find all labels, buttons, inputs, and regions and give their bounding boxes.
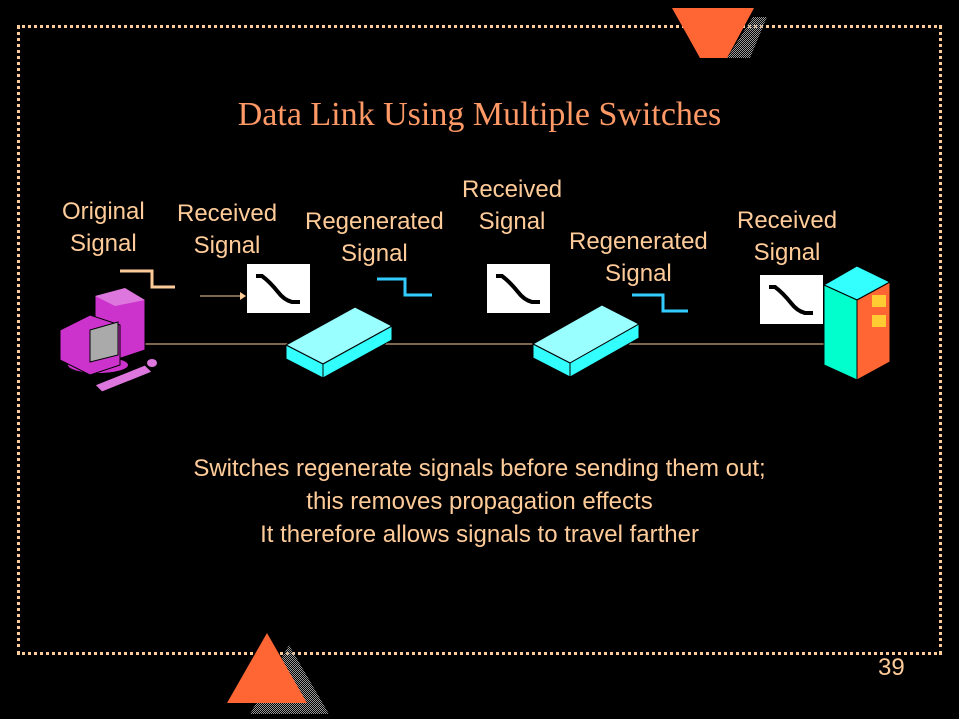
label-received-signal-2: Received Signal <box>462 174 562 238</box>
received-signal-box-2 <box>487 264 550 313</box>
original-signal-wave <box>120 269 175 289</box>
caption: Switches regenerate signals before sendi… <box>0 452 959 551</box>
received-signal-box-3 <box>760 275 823 324</box>
label-regenerated-signal-1: Regenerated Signal <box>305 206 444 270</box>
label-line: Regenerated <box>569 228 708 255</box>
switch-icon-2 <box>531 304 641 378</box>
label-line: Received <box>177 200 278 227</box>
arrow-head-icon <box>240 292 246 300</box>
label-line: Received <box>462 176 563 203</box>
slide-border <box>17 25 942 655</box>
top-trapezoid <box>672 8 754 58</box>
caption-line-3: It therefore allows signals to travel fa… <box>260 521 699 548</box>
caption-line-2: this removes propagation effects <box>306 488 653 515</box>
label-received-signal-1: Received Signal <box>177 198 277 262</box>
bottom-triangle <box>227 633 307 703</box>
label-line: Original <box>62 198 145 225</box>
regenerated-signal-wave-1 <box>377 277 432 297</box>
label-line: Signal <box>193 232 261 259</box>
label-line: Signal <box>753 239 821 266</box>
label-regenerated-signal-2: Regenerated Signal <box>569 226 708 290</box>
label-line: Signal <box>478 208 546 235</box>
regenerated-signal-wave-2 <box>632 293 688 313</box>
page-number: 39 <box>878 654 905 681</box>
label-original-signal: Original Signal <box>62 196 145 260</box>
label-line: Regenerated <box>305 208 444 235</box>
label-line: Signal <box>341 240 408 267</box>
received-signal-box-1 <box>247 264 310 313</box>
switch-icon-1 <box>284 306 394 379</box>
computer-icon <box>59 287 157 393</box>
label-line: Signal <box>69 230 137 257</box>
label-line: Received <box>737 207 838 234</box>
slide-title: Data Link Using Multiple Switches <box>237 96 722 133</box>
server-icon <box>822 265 892 381</box>
label-line: Signal <box>605 260 672 287</box>
top-trapezoid-shadow <box>727 17 767 58</box>
label-received-signal-3: Received Signal <box>737 205 837 269</box>
caption-line-1: Switches regenerate signals before sendi… <box>193 455 766 482</box>
